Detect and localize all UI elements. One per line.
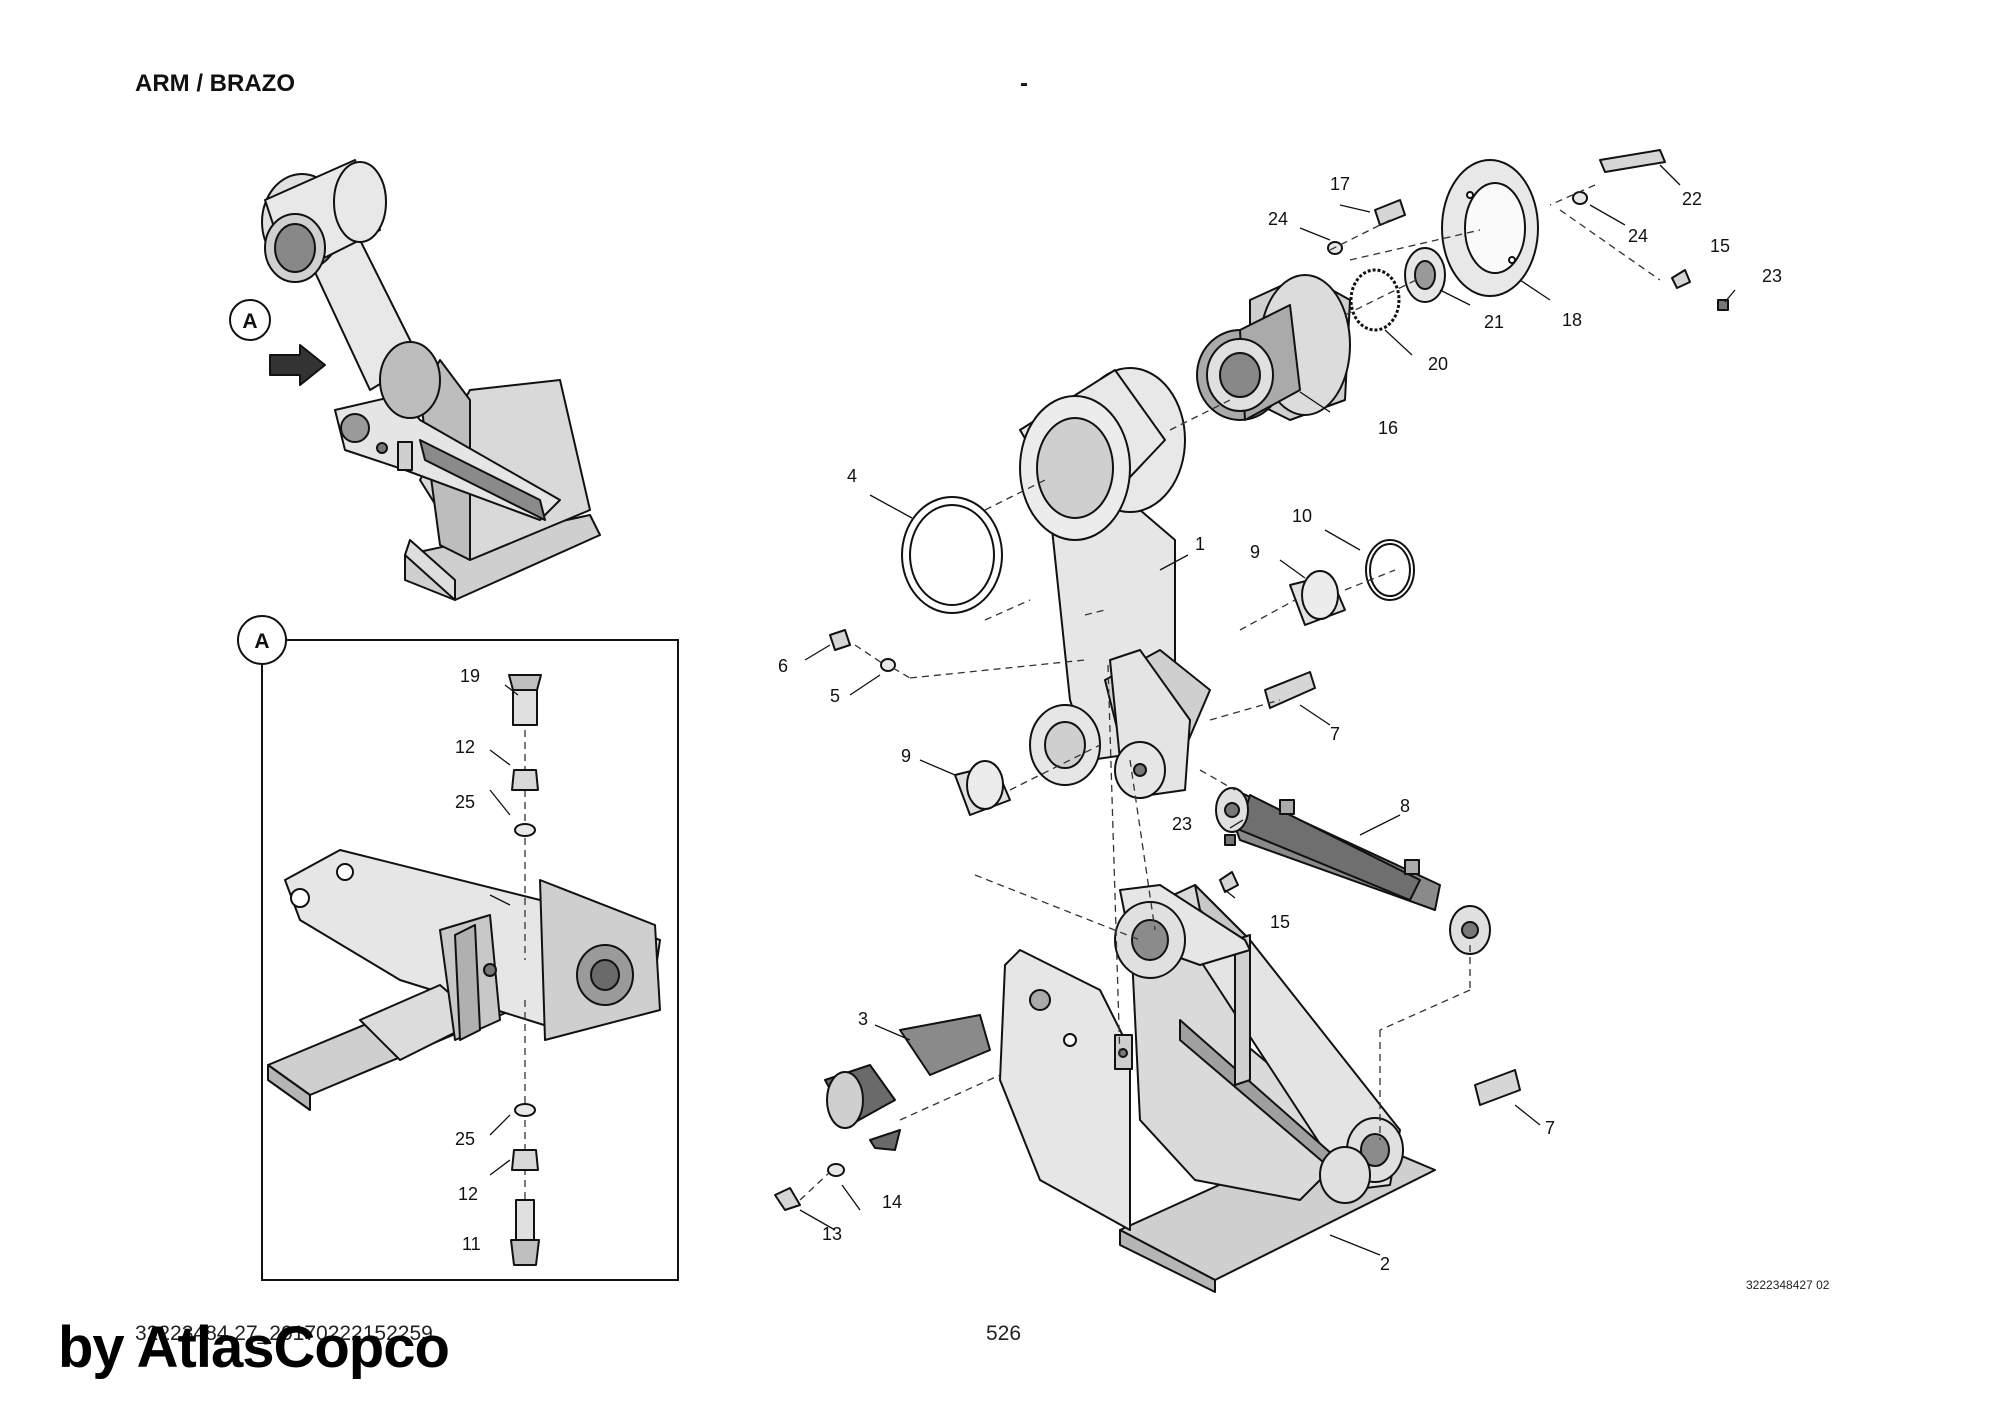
view-marker-label: A [242, 310, 257, 333]
callout-23b: 23 [1172, 814, 1192, 834]
assembly-lines [799, 184, 1661, 1201]
callout-9b: 9 [1250, 542, 1260, 562]
callout-20: 20 [1428, 354, 1448, 374]
page-number: 526 [986, 1322, 1022, 1345]
document-id: 32223484 27_20170222152259 [135, 1322, 433, 1345]
callout-24b: 24 [1628, 226, 1648, 246]
callout-14: 14 [882, 1192, 902, 1212]
callout-10: 10 [1292, 506, 1312, 526]
callout-3: 3 [858, 1009, 868, 1029]
callout-17: 17 [1330, 174, 1350, 194]
detail-a-box: A [237, 615, 679, 1281]
callout-4: 4 [847, 466, 857, 486]
callout-5: 5 [830, 686, 840, 706]
overview-assembly: A [229, 159, 601, 601]
callout-13: 13 [822, 1224, 842, 1244]
callout-11: 11 [462, 1234, 481, 1254]
callout-18: 18 [1562, 310, 1582, 330]
callout-7b: 7 [1545, 1118, 1555, 1138]
detail-marker-label: A [254, 630, 269, 653]
callout-1: 1 [1195, 534, 1205, 554]
callout-25b: 25 [455, 1129, 475, 1149]
arm-part-1 [1019, 367, 1211, 799]
callout-12a: 12 [455, 737, 475, 757]
callouts: 1 2 3 4 5 6 7 7 8 9 9 10 11 12 12 13 14 … [455, 174, 1782, 1274]
callout-12b: 12 [458, 1184, 478, 1204]
leader-lines [489, 164, 1736, 1256]
flange-cover-18 [1441, 159, 1539, 297]
detail-marker-circle [237, 615, 287, 665]
page-title: ARM / BRAZO [135, 70, 295, 97]
small-parts [774, 149, 1729, 1211]
callout-15a: 15 [1710, 236, 1730, 256]
header-separator: - [1020, 70, 1028, 97]
callout-15b: 15 [1270, 912, 1290, 932]
view-marker-circle [229, 299, 271, 341]
base-bracket [999, 884, 1436, 1293]
callout-16: 16 [1378, 418, 1398, 438]
callout-2: 2 [1380, 1254, 1390, 1274]
callout-22: 22 [1682, 189, 1702, 209]
callout-23a: 23 [1762, 266, 1782, 286]
watermark: by AtlasCopco [58, 1315, 450, 1380]
callout-6: 6 [778, 656, 788, 676]
drawing-number: 3222348427 02 [1746, 1278, 1830, 1292]
callout-8: 8 [1400, 796, 1410, 816]
callout-24a: 24 [1268, 209, 1288, 229]
callout-19: 19 [460, 666, 480, 686]
bearing-housing-16 [1196, 274, 1351, 421]
callout-25a: 25 [455, 792, 475, 812]
callout-9a: 9 [901, 746, 911, 766]
callout-7a: 7 [1330, 724, 1340, 744]
callout-21: 21 [1484, 312, 1504, 332]
